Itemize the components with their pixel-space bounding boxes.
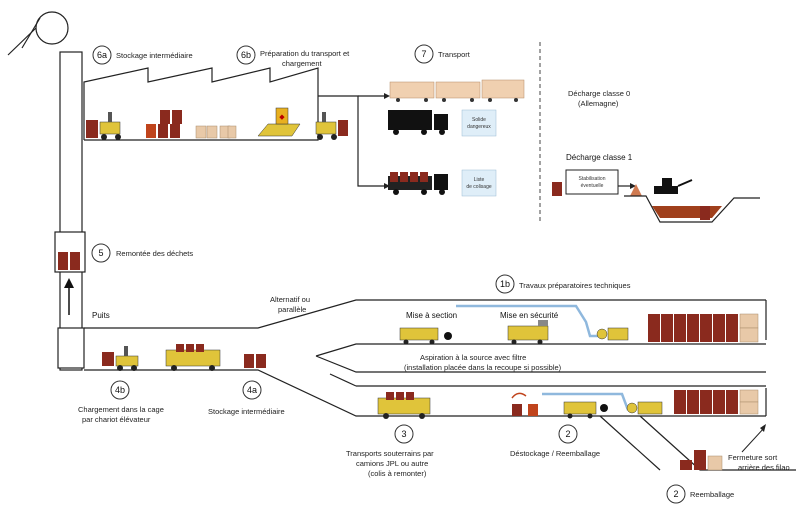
- landfill-class0-line2: (Allemagne): [578, 99, 619, 108]
- drums-upper-gallery: [648, 313, 759, 343]
- note-2-line2: de colisage: [466, 184, 492, 190]
- note-1-line1: Solide: [472, 117, 486, 123]
- step-7-label: Transport: [438, 50, 471, 59]
- note-dangerous-solid: Solide dangereux: [461, 109, 497, 137]
- surface-drums-stack: [146, 110, 182, 138]
- stabilisation-line2: éventuelle: [581, 183, 604, 189]
- surface-forklift-left: [86, 112, 121, 140]
- note-1-line2: dangereux: [467, 124, 491, 130]
- step-3-label-line3: (colis à remonter): [368, 469, 427, 478]
- step-2b-label: Reemballage: [690, 490, 734, 499]
- alternative-line2: parallèle: [278, 305, 306, 314]
- stabilisation-line1: Stabilisation: [579, 176, 606, 182]
- aspiration-line2: (installation placée dans la recoupe si …: [404, 363, 562, 372]
- excavator-icon: [654, 178, 693, 194]
- step-7-number: 7: [421, 49, 426, 59]
- retrieval-machine-lower: [563, 401, 608, 419]
- step-1b-label: Travaux préparatoires techniques: [519, 281, 631, 290]
- step-3-label-line2: camions JPL ou autre: [356, 459, 428, 468]
- surface-crates: [195, 125, 237, 139]
- step-6a-number: 6a: [97, 50, 107, 60]
- sectioning-label: Mise à section: [406, 311, 457, 320]
- step-6b-label-line2: chargement: [282, 59, 323, 68]
- intermediate-storage-drums: [244, 354, 266, 368]
- alternative-line1: Alternatif ou: [270, 295, 310, 304]
- closure-line2: arrière des filao: [738, 463, 790, 472]
- step-4b-label-line1: Chargement dans la cage: [78, 405, 164, 414]
- train: [389, 79, 525, 102]
- step-6a-label: Stockage intermédiaire: [116, 51, 193, 60]
- step-4b-label-line2: par chariot élévateur: [82, 415, 151, 424]
- aspiration-line1: Aspiration à la source avec filtre: [420, 353, 526, 362]
- securing-machine: [507, 320, 549, 345]
- sectioning-machine: [399, 327, 452, 345]
- closure-line1: Fermeture sort: [728, 453, 778, 462]
- step-2b-number: 2: [673, 489, 678, 499]
- step-2a-label: Déstockage / Reemballage: [510, 449, 600, 458]
- step-6b-label-line1: Préparation du transport et: [260, 49, 350, 58]
- destocking-drums: [511, 392, 538, 416]
- step-2a-number: 2: [565, 429, 570, 439]
- note-packing-list: Liste de colisage: [461, 169, 497, 197]
- truck-black: [388, 110, 448, 135]
- truck-drums: [388, 172, 448, 195]
- step-5-label: Remontée des déchets: [116, 249, 193, 258]
- drums-lower-gallery: [674, 389, 759, 415]
- step-4a-label: Stockage intermédiaire: [208, 407, 285, 416]
- underground-truck-transport: [377, 392, 431, 419]
- landfill-class0-line1: Décharge classe 0: [568, 89, 630, 98]
- step-4b-number: 4b: [115, 385, 125, 395]
- note-2-line1: Liste: [474, 177, 485, 183]
- step-6b-number: 6b: [241, 50, 251, 60]
- step-1b-number: 1b: [500, 279, 510, 289]
- underground-galleries: [84, 299, 796, 471]
- shaft: [7, 11, 86, 371]
- step-5-number: 5: [98, 248, 103, 258]
- landfill-class1: Stabilisation éventuelle: [552, 169, 760, 223]
- surface-loading-platform: ◆: [257, 107, 301, 137]
- surface-forklift-right: [315, 112, 348, 140]
- surface-building: [83, 67, 319, 141]
- shaft-label: Puits: [92, 311, 110, 320]
- repackaging-stack: [680, 450, 723, 471]
- svg-text:◆: ◆: [279, 114, 285, 121]
- landfill-class1-label: Décharge classe 1: [566, 153, 633, 162]
- step-3-number: 3: [401, 429, 406, 439]
- forklift-cage-loading: [102, 346, 139, 371]
- filter-unit-lower: [626, 401, 663, 415]
- step-4a-number: 4a: [247, 385, 257, 395]
- step-3-label-line1: Transports souterrains par: [346, 449, 434, 458]
- underground-truck-left: [165, 344, 221, 371]
- filter-unit-upper: [596, 327, 629, 341]
- securing-label: Mise en sécurité: [500, 311, 559, 320]
